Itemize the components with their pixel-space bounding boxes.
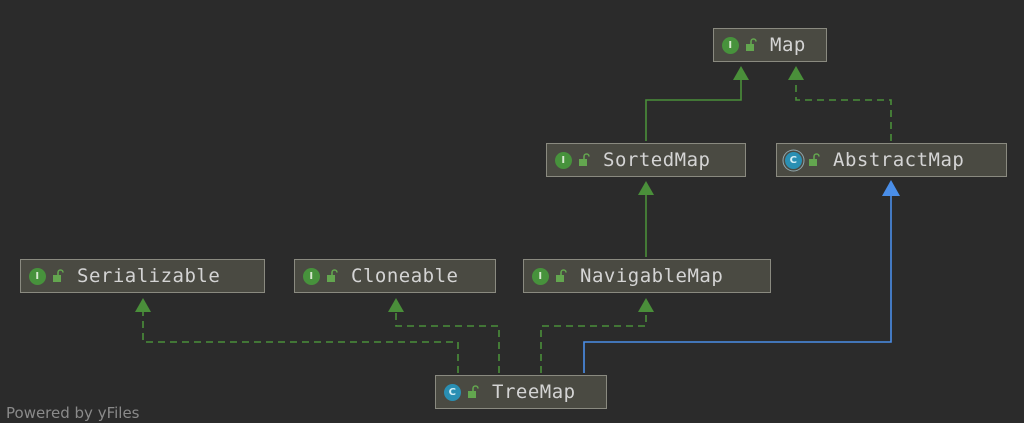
abstract-class-icon: C <box>785 151 802 169</box>
node-label: AbstractMap <box>833 149 965 171</box>
edge-treemap-serializable <box>142 312 459 373</box>
node-sortedmap[interactable]: I SortedMap <box>546 143 746 177</box>
edge-sortedmap-map <box>645 80 742 141</box>
node-label: NavigableMap <box>580 265 724 287</box>
interface-icon: I <box>722 36 739 54</box>
arrowhead-sortedmap <box>638 181 654 195</box>
unlocked-icon <box>556 269 567 282</box>
arrowhead-serializable <box>135 298 151 312</box>
node-label: SortedMap <box>603 149 711 171</box>
powered-by-footer: Powered by yFiles <box>6 404 140 422</box>
node-cloneable[interactable]: I Cloneable <box>294 259 496 293</box>
node-label: Cloneable <box>351 265 459 287</box>
arrowhead-navigablemap <box>638 298 654 312</box>
node-map[interactable]: I Map <box>713 28 827 62</box>
arrowhead-cloneable <box>388 298 404 312</box>
node-label: Serializable <box>77 265 221 287</box>
interface-icon: I <box>532 267 549 285</box>
unlocked-icon <box>579 153 590 166</box>
node-treemap[interactable]: C TreeMap <box>435 375 607 409</box>
class-icon: C <box>444 383 461 401</box>
unlocked-icon <box>468 385 479 398</box>
node-abstractmap[interactable]: C AbstractMap <box>776 143 1007 177</box>
arrowhead-map-solid <box>733 66 749 80</box>
arrowhead-abstractmap <box>882 180 900 196</box>
node-navigablemap[interactable]: I NavigableMap <box>523 259 771 293</box>
node-label: Map <box>770 34 806 56</box>
edge-treemap-abstractmap <box>583 196 892 373</box>
unlocked-icon <box>53 269 64 282</box>
interface-icon: I <box>555 151 572 169</box>
unlocked-icon <box>327 269 338 282</box>
edge-treemap-cloneable <box>395 312 500 373</box>
interface-icon: I <box>303 267 320 285</box>
interface-icon: I <box>29 267 46 285</box>
node-serializable[interactable]: I Serializable <box>20 259 265 293</box>
arrowhead-map-dashed <box>788 66 804 80</box>
unlocked-icon <box>809 153 820 166</box>
node-label: TreeMap <box>492 381 576 403</box>
edge-treemap-navigablemap <box>540 312 647 373</box>
unlocked-icon <box>746 38 757 51</box>
edge-abstractmap-map <box>795 80 892 141</box>
